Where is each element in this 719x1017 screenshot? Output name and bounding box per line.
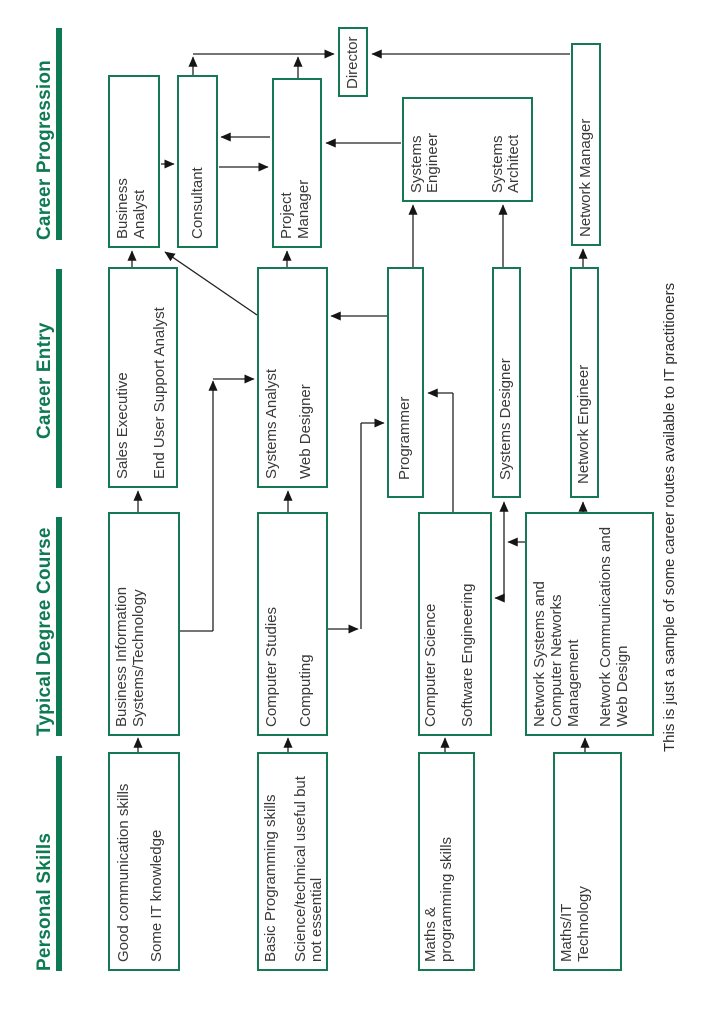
arrow-sa-to-ba-diagonal [164, 251, 258, 316]
